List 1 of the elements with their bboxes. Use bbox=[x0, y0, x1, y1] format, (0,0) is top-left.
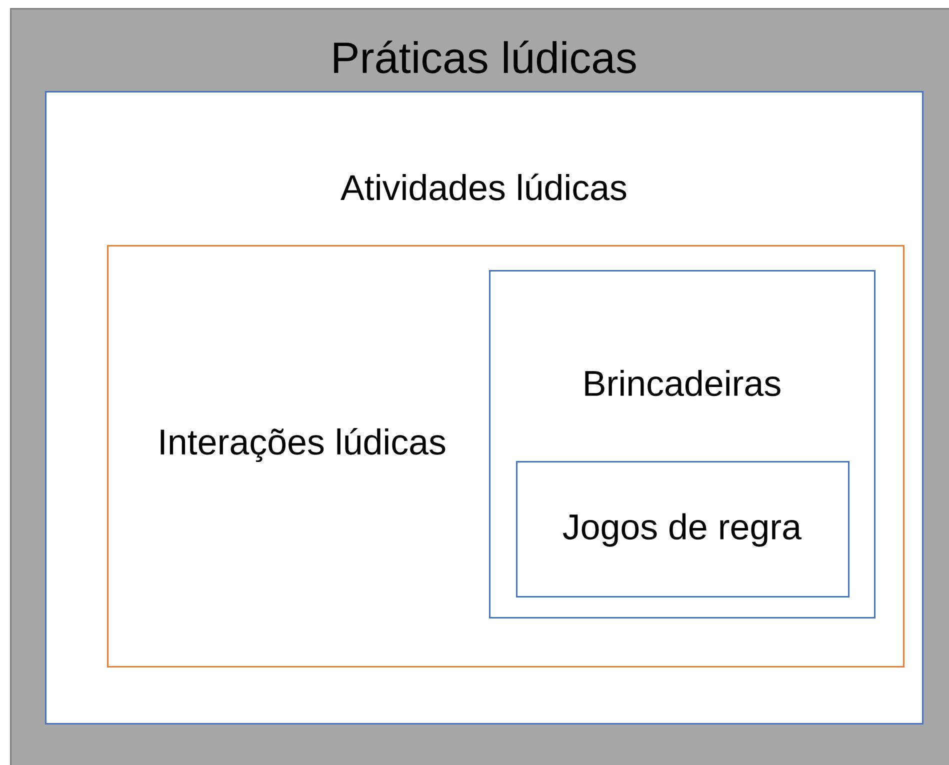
inner-box: Jogos de regra bbox=[516, 460, 850, 598]
